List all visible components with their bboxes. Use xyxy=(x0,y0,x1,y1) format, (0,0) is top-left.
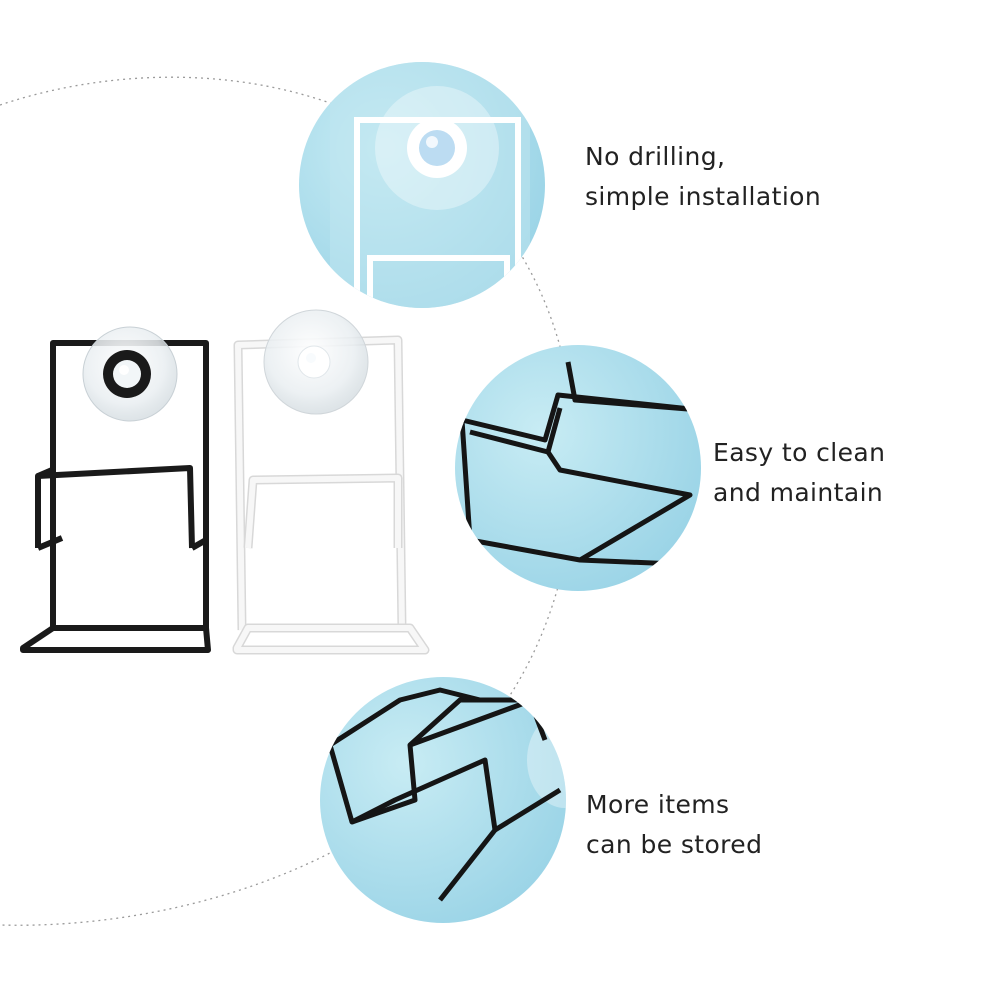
caption-line: Easy to clean xyxy=(713,438,886,467)
caption-line: and maintain xyxy=(713,478,884,507)
caption-line: simple installation xyxy=(585,182,822,211)
dotted-guide-arc xyxy=(0,76,576,926)
detail-circle-storage xyxy=(320,677,566,923)
detail-circle-wire-corner xyxy=(455,345,701,591)
caption-line: More items xyxy=(586,790,730,819)
feature-caption-no-drilling: No drilling, simple installation xyxy=(585,137,821,217)
caption-line: No drilling, xyxy=(585,142,726,171)
white-rack xyxy=(232,309,430,655)
detail-circle-suction-cup xyxy=(299,62,545,308)
feature-caption-more-storage: More items can be stored xyxy=(586,785,762,865)
black-rack xyxy=(20,326,211,653)
caption-line: can be stored xyxy=(586,830,763,859)
feature-caption-easy-clean: Easy to clean and maintain xyxy=(713,433,885,513)
